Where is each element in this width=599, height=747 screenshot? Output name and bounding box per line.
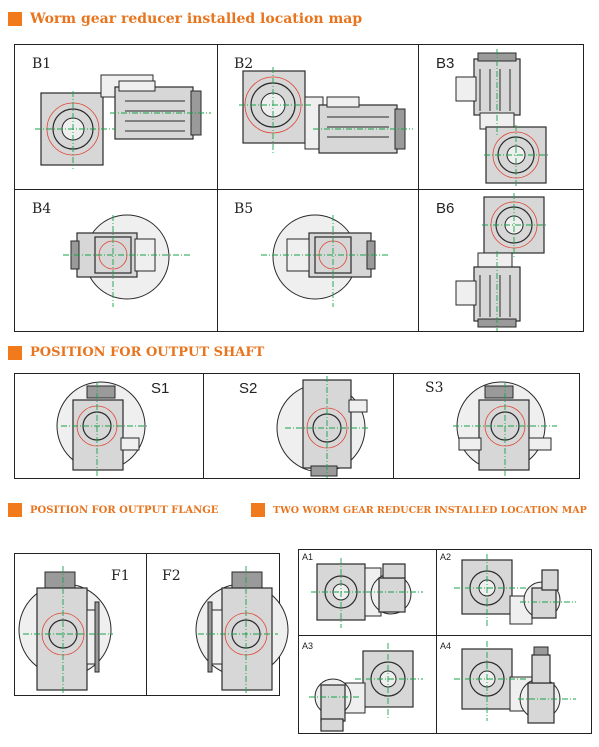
- mounting-label: B3: [436, 55, 455, 72]
- mounting-label: B1: [32, 56, 52, 72]
- mounting-cell-b6: B6: [418, 189, 585, 333]
- reducer-shaft-drawing: [56, 381, 147, 476]
- reducer-flange-drawing: [195, 566, 289, 694]
- section-marker-icon: [8, 345, 22, 360]
- double-reducer-drawing: [454, 554, 576, 626]
- grid-divider: [418, 45, 419, 331]
- grid-divider: [15, 189, 583, 190]
- reducer-motor-drawing: [455, 49, 550, 187]
- shaft-cell-s3: S3: [393, 374, 581, 480]
- section-header-installed-location: Worm gear reducer installed location map: [8, 11, 362, 27]
- double-label: A3: [302, 641, 314, 651]
- output-shaft-panel: S1 S2 S3: [14, 373, 580, 479]
- flange-cell-f1: F1: [15, 554, 146, 697]
- section-marker-icon: [251, 503, 265, 517]
- mounting-cell-b3: B3: [418, 45, 585, 189]
- section-title: POSITION FOR OUTPUT SHAFT: [30, 345, 265, 360]
- mounting-label: B4: [32, 201, 52, 217]
- section-header-output-flange: POSITION FOR OUTPUT FLANGE: [8, 503, 218, 517]
- reducer-top-view-drawing: [261, 214, 389, 307]
- section-title: POSITION FOR OUTPUT FLANGE: [30, 504, 219, 516]
- reducer-top-view-drawing: [63, 214, 191, 307]
- section-title: TWO WORM GEAR REDUCER INSTALLED LOCATION…: [273, 504, 587, 516]
- reducer-motor-drawing: [239, 67, 413, 155]
- reducer-motor-drawing: [35, 74, 211, 169]
- grid-divider: [203, 374, 204, 478]
- mounting-position-grid: B1 B2: [14, 44, 584, 332]
- section-marker-icon: [8, 12, 22, 26]
- flange-label: F2: [162, 568, 181, 584]
- section-marker-icon: [8, 503, 22, 517]
- mounting-label: B2: [234, 56, 254, 72]
- shaft-label: S1: [151, 380, 170, 397]
- shaft-cell-s2: S2: [203, 374, 393, 480]
- flange-cell-f2: F2: [146, 554, 289, 697]
- double-reducer-drawing: [309, 643, 423, 732]
- double-cell-a1: A1: [299, 550, 436, 635]
- double-reducer-drawing: [454, 641, 576, 724]
- grid-divider: [299, 635, 591, 636]
- shaft-label: S2: [239, 380, 258, 397]
- reducer-motor-drawing: [455, 193, 548, 331]
- grid-divider: [217, 45, 218, 331]
- double-reducer-drawing: [311, 558, 423, 628]
- double-cell-a2: A2: [436, 550, 593, 635]
- double-cell-a3: A3: [299, 635, 436, 735]
- mounting-label: B6: [436, 200, 455, 217]
- reducer-shaft-drawing: [453, 381, 557, 476]
- shaft-cell-s1: S1: [15, 374, 203, 480]
- shaft-label: S3: [425, 380, 444, 396]
- double-cell-a4: A4: [436, 635, 593, 735]
- grid-divider: [436, 550, 437, 733]
- mounting-cell-b2: B2: [217, 45, 418, 189]
- mounting-cell-b1: B1: [15, 45, 217, 189]
- section-header-two-reducer: TWO WORM GEAR REDUCER INSTALLED LOCATION…: [251, 503, 587, 517]
- section-header-output-shaft: POSITION FOR OUTPUT SHAFT: [8, 345, 264, 360]
- reducer-flange-drawing: [18, 566, 113, 694]
- output-flange-panel: F1 F2: [14, 553, 289, 697]
- grid-divider: [146, 554, 147, 695]
- two-reducer-panel: A1 A2 A3: [298, 549, 592, 734]
- section-title: Worm gear reducer installed location map: [30, 11, 363, 27]
- double-label: A1: [302, 552, 314, 562]
- mounting-cell-b5: B5: [217, 189, 418, 333]
- mounting-cell-b4: B4: [15, 189, 217, 333]
- flange-label: F1: [111, 568, 130, 584]
- mounting-label: B5: [234, 201, 254, 217]
- reducer-shaft-drawing: [276, 376, 369, 478]
- double-label: A4: [440, 641, 452, 651]
- grid-divider: [393, 374, 394, 478]
- double-label: A2: [440, 552, 452, 562]
